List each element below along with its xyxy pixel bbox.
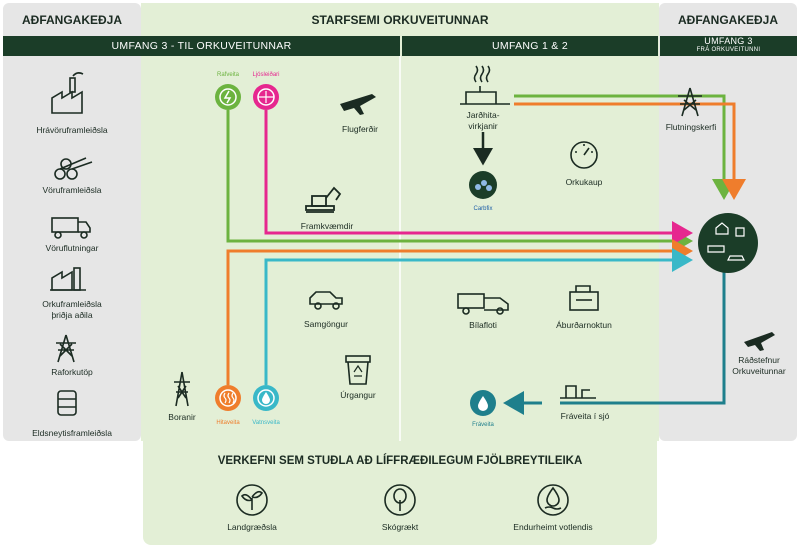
sprout-icon	[236, 484, 268, 516]
ljosleidari-icon	[253, 84, 279, 110]
rafveita-icon	[215, 84, 241, 110]
vatnsveita-label: Vatnsveita	[252, 420, 280, 426]
left-item-fuel: Eldsneytisframleiðsla	[32, 428, 112, 438]
scope12-band: UMFANG 1 & 2	[402, 36, 658, 56]
scope3-to-band: UMFANG 3 - TIL ORKUVEITUNNAR	[3, 36, 400, 56]
scope12-label: UMFANG 1 & 2	[492, 40, 568, 52]
co2-icon	[469, 171, 497, 199]
left-title: AÐFANGAKEÐJA	[21, 13, 122, 27]
vatnsveita-flow-line	[264, 248, 693, 385]
gauge-icon	[570, 141, 598, 169]
fraveita-sjo-label: Fráveita í sjó	[560, 411, 610, 421]
rafveita-label: Rafveita	[216, 72, 239, 78]
hitaveita-label: Hitaveita	[216, 420, 240, 426]
drill-rig-icon	[174, 371, 190, 407]
logs-icon	[54, 157, 93, 180]
fraveita-label: Fráveita	[472, 422, 494, 428]
vatnsveita-icon	[253, 385, 279, 411]
excavator-icon	[305, 186, 342, 213]
scope3-from-band: UMFANG 3 FRÁ ORKUVEITUNNI	[660, 36, 797, 56]
fertilizer-icon	[569, 285, 599, 311]
flugferdir-label: Flugferðir	[342, 124, 378, 134]
left-item-third-party-energy-1: Orkuframleiðsla	[42, 299, 102, 309]
return-flow-line	[560, 268, 726, 405]
wetland-icon	[537, 484, 569, 516]
left-panel	[3, 3, 141, 441]
jardhiti-green-flow-line	[514, 94, 736, 200]
sewage-icon	[560, 385, 596, 399]
conference-plane-icon	[744, 332, 775, 351]
left-item-power-loss: Raforkutöp	[51, 367, 93, 377]
left-item-freight: Vöruflutningar	[45, 243, 99, 253]
hitaveita-flow-line	[226, 239, 693, 385]
left-item-raw-materials: Hrávöruframleiðsla	[36, 125, 108, 135]
boranir-label: Boranir	[168, 412, 196, 422]
radstefnur-label-1: Ráðstefnur	[738, 355, 780, 365]
ljosleidari-label: Ljósleiðari	[252, 72, 280, 78]
scope3-from-label-2: FRÁ ORKUVEITUNNI	[696, 47, 761, 53]
truck-icon	[51, 217, 91, 239]
jardhiti-label-1: Jarðhita-	[466, 110, 500, 120]
flutningskerfi-label: Flutningskerfi	[665, 122, 717, 132]
bottom-item-votlendi: Endurheimt votlendis	[513, 522, 593, 532]
pylon-icon	[56, 334, 76, 363]
jardhiti-label-2: virkjanir	[468, 121, 498, 131]
rafveita-flow-line	[226, 110, 693, 253]
transmission-pylon-icon	[678, 87, 702, 117]
bottom-item-skograekt: Skógrækt	[381, 522, 419, 532]
oil-barrel-icon	[57, 390, 77, 416]
framkvaemdir-label: Framkvæmdir	[300, 221, 354, 231]
bottom-item-landgraedsla: Landgræðsla	[227, 522, 277, 532]
hitaveita-icon	[215, 385, 241, 411]
center-title: STARFSEMI ORKUVEITUNNAR	[311, 13, 489, 27]
fleet-truck-icon	[457, 293, 509, 315]
hub-circle	[698, 213, 758, 273]
tree-icon	[384, 484, 416, 516]
carbfix-label: Carbfix	[473, 206, 493, 212]
water-drop-icon	[470, 390, 496, 416]
bottom-panel	[143, 441, 657, 545]
scope3-to-label: UMFANG 3 - TIL ORKUVEITUNNAR	[111, 40, 292, 52]
power-plant-icon	[50, 267, 86, 291]
right-title: AÐFANGAKEÐJA	[677, 13, 778, 27]
samgongur-label: Samgöngur	[304, 319, 348, 329]
aburdarnoktun-label: Áburðarnoktun	[556, 320, 612, 330]
geothermal-icon	[460, 65, 510, 105]
bottom-title: VERKEFNI SEM STUÐLA AÐ LÍFFRÆÐILEGUM FJÖ…	[217, 455, 583, 467]
radstefnur-label-2: Orkuveitunnar	[732, 366, 786, 376]
left-item-third-party-energy-2: þriðja aðila	[51, 310, 93, 320]
recycle-bin-icon	[345, 355, 371, 385]
factory-icon	[51, 72, 84, 114]
car-icon	[309, 291, 343, 310]
ljosleidari-flow-line	[264, 110, 693, 245]
scope3-from-label-1: UMFANG 3	[704, 36, 753, 46]
airplane-icon	[340, 94, 376, 115]
left-item-goods: Vöruframleiðsla	[42, 185, 102, 195]
orkukaup-label: Orkukaup	[565, 177, 603, 187]
jardhiti-orange-flow-line	[514, 102, 746, 200]
urgangur-label: Úrgangur	[340, 390, 376, 400]
bilafloti-label: Bílafloti	[469, 320, 497, 330]
